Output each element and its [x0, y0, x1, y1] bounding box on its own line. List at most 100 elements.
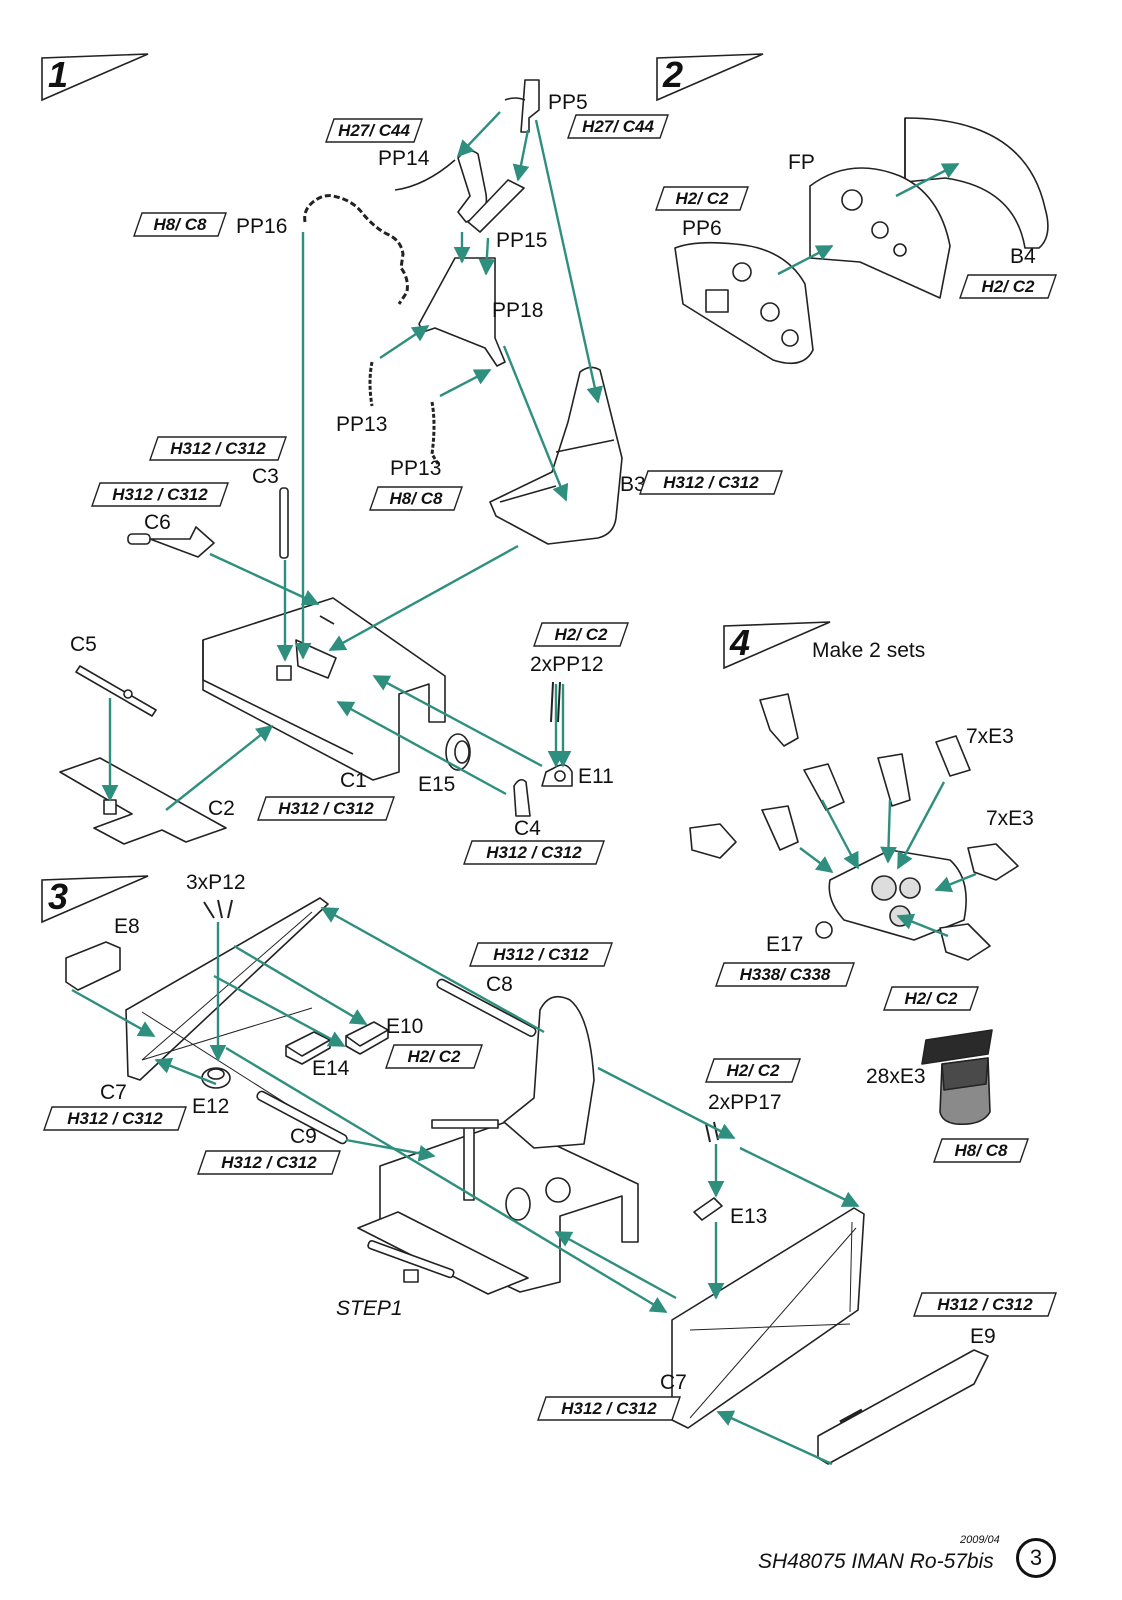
part-pp12 [550, 681, 561, 723]
label-pp14: PP14 [378, 147, 430, 170]
part-c7-right [671, 1207, 865, 1429]
page-number: 3 [1016, 1538, 1056, 1578]
part-c2 [59, 757, 227, 845]
part-pp13a [368, 361, 374, 407]
label-p12: 3xP12 [186, 871, 246, 894]
part-e15 [445, 733, 471, 771]
paint-e3-top: H2/ C2 [883, 986, 979, 1011]
label-pp13a: PP13 [336, 413, 388, 436]
part-e3-detail [921, 1029, 993, 1126]
part-e13 [693, 1197, 723, 1221]
label-e17: E17 [766, 933, 804, 956]
part-c4 [513, 778, 531, 817]
label-e13: E13 [730, 1205, 768, 1228]
part-e17 [815, 849, 967, 941]
paint-pp13: H8/ C8 [369, 486, 463, 511]
part-pp5 [504, 79, 540, 133]
label-c3: C3 [252, 465, 279, 488]
part-c8 [436, 978, 537, 1037]
step-4-banner: 4 [722, 620, 832, 670]
part-b4 [904, 117, 1049, 249]
part-c2-boss [103, 799, 117, 815]
paint-e3-bottom: H8/ C8 [933, 1138, 1029, 1163]
label-e12: E12 [192, 1095, 230, 1118]
label-c1: C1 [340, 769, 367, 792]
label-e15: E15 [418, 773, 456, 796]
part-e3-group [689, 693, 1019, 961]
part-fp [809, 167, 951, 299]
part-pp13b [430, 401, 440, 465]
paint-pp17: H2/ C2 [705, 1058, 801, 1083]
footer-date: 2009/04 [960, 1534, 1000, 1546]
label-c6: C6 [144, 511, 171, 534]
step-2-banner: 2 [655, 52, 765, 102]
step-4-number: 4 [730, 622, 751, 663]
label-e11: E11 [578, 765, 614, 788]
paint-b3: H312 / C312 [639, 470, 783, 495]
part-c5 [75, 665, 157, 717]
step-4-note: Make 2 sets [812, 639, 926, 662]
paint-pp16: H8/ C8 [133, 212, 227, 237]
label-e9: E9 [970, 1325, 996, 1348]
paint-e17: H338/ C338 [715, 962, 855, 987]
paint-c7b: H312 / C312 [537, 1396, 681, 1421]
label-pp6: PP6 [682, 217, 722, 240]
paint-c7a: H312 / C312 [43, 1106, 187, 1131]
part-cockpit-assembly [357, 995, 639, 1295]
paint-c6: H312 / C312 [91, 482, 229, 507]
part-e12 [201, 1067, 231, 1089]
label-e3b: 7xE3 [986, 807, 1034, 830]
part-pp6 [674, 241, 814, 365]
part-e9 [817, 1349, 989, 1465]
part-c7-left [125, 897, 329, 1121]
part-p12 [203, 899, 233, 919]
label-c7b: C7 [660, 1371, 687, 1394]
label-e14: E14 [312, 1057, 350, 1080]
part-pp15 [467, 179, 525, 233]
label-pp15: PP15 [496, 229, 548, 252]
part-pp16 [303, 194, 409, 305]
step-1-banner: 1 [40, 52, 150, 102]
part-e8 [65, 941, 121, 991]
paint-e9: H312 / C312 [913, 1292, 1057, 1317]
step-1-number: 1 [48, 54, 69, 95]
label-pp5: PP5 [548, 91, 588, 114]
step-3-number: 3 [48, 876, 69, 917]
paint-c4: H312 / C312 [463, 840, 605, 865]
step-3-banner: 3 [40, 874, 150, 924]
label-pp17: 2xPP17 [708, 1091, 782, 1114]
part-c6 [127, 526, 215, 558]
label-pp18: PP18 [492, 299, 544, 322]
label-c9: C9 [290, 1125, 317, 1148]
label-pp16: PP16 [236, 215, 288, 238]
part-c3 [279, 487, 289, 559]
label-e8: E8 [114, 915, 140, 938]
label-c8: C8 [486, 973, 513, 996]
label-b4: B4 [1010, 245, 1036, 268]
label-pp12: 2xPP12 [530, 653, 604, 676]
paint-c8: H312 / C312 [469, 942, 613, 967]
label-c4: C4 [514, 817, 541, 840]
part-e10 [345, 1021, 389, 1055]
label-step1: STEP1 [336, 1297, 403, 1320]
part-e11 [541, 764, 573, 787]
paint-pp6: H2/ C2 [655, 186, 749, 211]
label-e10: E10 [386, 1015, 424, 1038]
paint-pp14: H27/ C44 [325, 118, 423, 143]
step-2-number: 2 [663, 54, 684, 95]
label-b3: B3 [620, 473, 646, 496]
label-e3c: 28xE3 [866, 1065, 926, 1088]
assembly-arrows [71, 111, 977, 1466]
label-fp: FP [788, 151, 815, 174]
paint-b4: H2/ C2 [959, 274, 1057, 299]
label-e3a: 7xE3 [966, 725, 1014, 748]
label-c5: C5 [70, 633, 97, 656]
label-c7a: C7 [100, 1081, 127, 1104]
paint-e10: H2/ C2 [385, 1044, 483, 1069]
paint-c9: H312 / C312 [197, 1150, 341, 1175]
paint-pp12: H2/ C2 [533, 622, 629, 647]
label-pp13b: PP13 [390, 457, 442, 480]
paint-c1: H312 / C312 [257, 796, 395, 821]
